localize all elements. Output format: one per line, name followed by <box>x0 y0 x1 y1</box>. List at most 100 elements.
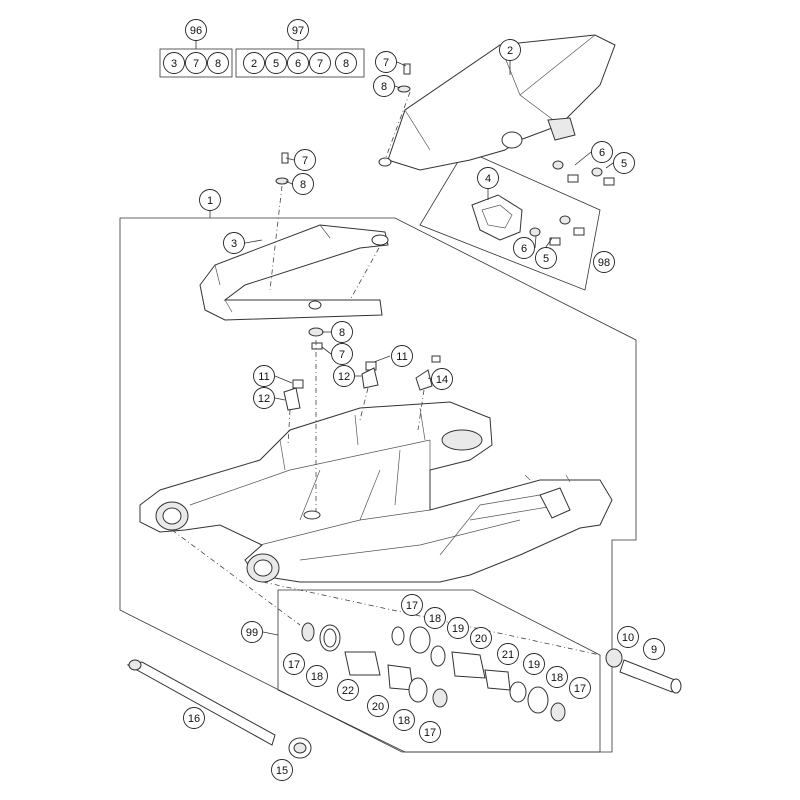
callout-21: 21 <box>497 643 519 665</box>
callout-number: 14 <box>436 374 448 386</box>
callout-number: 2 <box>251 58 257 70</box>
callout-number: 18 <box>429 613 441 625</box>
callout-number: 21 <box>502 649 514 661</box>
callout-number: 3 <box>171 58 177 70</box>
bearing-set-left <box>301 622 448 708</box>
chain-guide-part <box>199 224 389 321</box>
leader-line-c5b <box>545 237 553 248</box>
callout-circle <box>185 19 207 41</box>
callout-number: 5 <box>621 158 627 170</box>
callout-number: 16 <box>188 713 200 725</box>
screw-7-guide <box>275 152 289 185</box>
callout-14: 14 <box>431 368 453 390</box>
callout-6: 6 <box>287 52 309 74</box>
callout-12: 12 <box>333 365 355 387</box>
assembly-1-outline <box>119 217 637 753</box>
callout-circle <box>331 321 353 343</box>
callout-circle <box>424 607 446 629</box>
callout-8: 8 <box>292 173 314 195</box>
callout-circle <box>523 653 545 675</box>
callout-circle <box>333 365 355 387</box>
spacer-10-bolt-9 <box>605 648 682 694</box>
leader-line-c7a <box>396 61 407 67</box>
callout-circle <box>393 709 415 731</box>
callout-18: 18 <box>306 665 328 687</box>
callout-17: 17 <box>283 653 305 675</box>
callout-11: 11 <box>253 365 275 387</box>
callout-number: 10 <box>622 632 634 644</box>
callout-number: 7 <box>317 58 323 70</box>
callout-number: 7 <box>302 155 308 167</box>
leader-line-c3 <box>244 239 263 244</box>
callout-circle <box>373 75 395 97</box>
callout-10: 10 <box>617 626 639 648</box>
callout-2: 2 <box>243 52 265 74</box>
callout-number: 8 <box>381 81 387 93</box>
callout-circle <box>499 39 521 61</box>
callout-17: 17 <box>419 721 441 743</box>
callout-number: 99 <box>246 627 258 639</box>
leader-line-c12a <box>274 397 286 401</box>
callout-12: 12 <box>253 387 275 409</box>
callout-circle <box>271 759 293 781</box>
callout-19: 19 <box>447 617 469 639</box>
swingarm-part <box>139 401 613 583</box>
callout-circle <box>617 626 639 648</box>
callout-circle <box>199 189 221 211</box>
callout-19: 19 <box>523 653 545 675</box>
callout-number: 17 <box>288 659 300 671</box>
callout-circle <box>447 617 469 639</box>
callout-7: 7 <box>294 149 316 171</box>
callout-number: 8 <box>300 179 306 191</box>
callout-circle <box>367 695 389 717</box>
callout-circle <box>391 345 413 367</box>
leader-line-c6b <box>534 235 537 249</box>
callout-number: 12 <box>338 371 350 383</box>
leader-line-c8a <box>394 85 401 89</box>
callout-7: 7 <box>309 52 331 74</box>
callout-circle <box>477 167 499 189</box>
callout-number: 8 <box>339 327 345 339</box>
callout-circle <box>287 19 309 41</box>
screw-7-lower <box>308 327 324 350</box>
callout-circle <box>241 621 263 643</box>
callout-number: 11 <box>258 371 269 383</box>
callout-18: 18 <box>424 607 446 629</box>
callout-17: 17 <box>401 594 423 616</box>
callout-number: 22 <box>342 685 354 697</box>
bolts-5-6-lower <box>529 215 585 246</box>
callout-5: 5 <box>535 247 557 269</box>
assembly-98-outline <box>419 149 601 291</box>
clips-11-12 <box>283 355 441 411</box>
callout-number: 17 <box>424 727 436 739</box>
callout-circle <box>613 152 635 174</box>
callout-number: 17 <box>406 600 418 612</box>
axle-16-nut-15 <box>126 659 312 759</box>
callout-8: 8 <box>335 52 357 74</box>
callout-6: 6 <box>591 141 613 163</box>
callout-number: 19 <box>528 659 540 671</box>
callout-number: 3 <box>231 238 237 250</box>
callout-18: 18 <box>546 666 568 688</box>
callout-22: 22 <box>337 679 359 701</box>
callout-number: 6 <box>521 243 527 255</box>
callout-number: 6 <box>599 147 605 159</box>
callout-number: 17 <box>574 683 586 695</box>
callout-circle <box>419 721 441 743</box>
leader-line-c5a <box>605 162 614 169</box>
screw-7-top <box>397 63 411 93</box>
callout-7: 7 <box>185 52 207 74</box>
callout-circle <box>335 52 357 74</box>
callout-circle <box>497 643 519 665</box>
callout-circle <box>306 665 328 687</box>
callout-96: 96 <box>185 19 207 41</box>
callout-circle <box>643 638 665 660</box>
callout-number: 5 <box>273 58 279 70</box>
callout-number: 18 <box>398 715 410 727</box>
callout-circle <box>309 52 331 74</box>
callout-circle <box>513 237 535 259</box>
callout-circle <box>470 627 492 649</box>
bolts-5-6-upper <box>552 160 615 186</box>
